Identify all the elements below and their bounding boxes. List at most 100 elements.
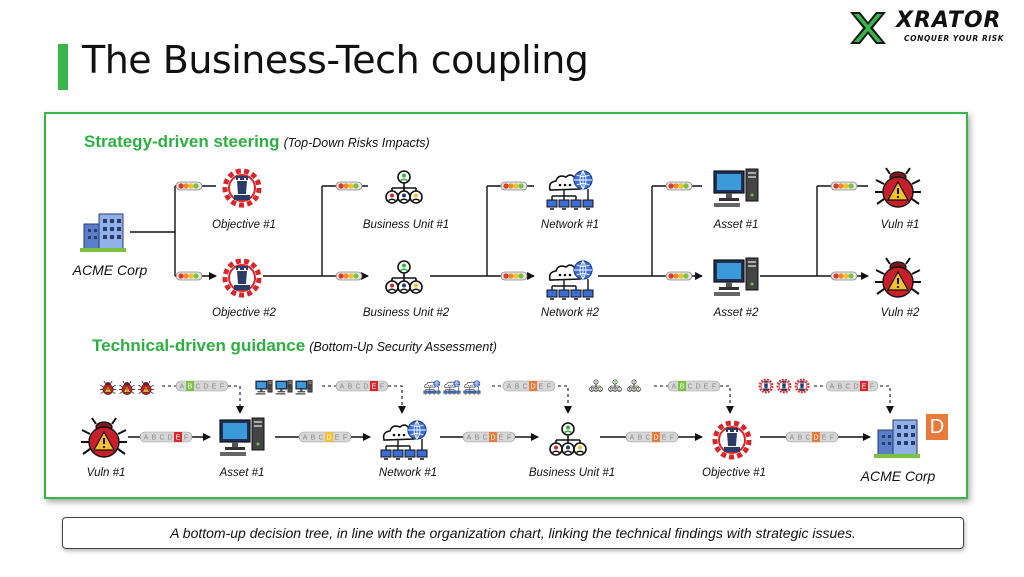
scale-letter: D <box>813 435 818 442</box>
computer-icon <box>713 168 759 208</box>
page-title: The Business-Tech coupling <box>82 38 589 82</box>
scale-highlight <box>678 381 686 391</box>
node-label-vuln-2: Vuln #2 <box>880 307 920 319</box>
computer-icon <box>713 257 759 297</box>
node-label-business-unit: Business Unit #1 <box>528 467 616 479</box>
bug-warning-icon <box>874 167 922 208</box>
scale-letter: A <box>303 435 308 442</box>
scale-letter: E <box>176 435 181 442</box>
scale-letter: E <box>662 435 667 442</box>
xrator-logo: XRATOR CONQUER YOUR RISK <box>846 8 1021 48</box>
scale-letter: F <box>547 384 551 391</box>
final-grade-badge: D <box>926 414 948 440</box>
scale-letter: D <box>490 435 495 442</box>
small-computer-cluster <box>255 379 313 395</box>
scale-letter: F <box>712 384 716 391</box>
scale-letter: C <box>805 435 810 442</box>
scale-letter: C <box>645 435 650 442</box>
bug-warning-icon <box>80 417 128 458</box>
scale-letter: C <box>355 384 360 391</box>
cloud-network-icon <box>380 420 428 460</box>
node-label-business-unit-1: Business Unit #1 <box>362 219 450 231</box>
bottom-section-heading: Technical-driven guidance(Bottom-Up Secu… <box>92 336 497 356</box>
org-chart-icon <box>549 422 587 456</box>
node-label-asset-2: Asset #2 <box>713 307 759 319</box>
scale-letter: D <box>203 384 208 391</box>
small-orgchart-cluster <box>589 379 641 392</box>
node-label-acme: ACME Corp <box>72 262 148 278</box>
scale-letter: C <box>195 384 200 391</box>
cloud-network-icon <box>546 260 594 300</box>
scale-highlight <box>370 381 378 391</box>
computer-icon <box>219 417 265 457</box>
scale-letter: B <box>152 435 157 442</box>
scale-letter: D <box>326 435 331 442</box>
scale-letter: B <box>798 435 803 442</box>
scale-letter: A <box>790 435 795 442</box>
scale-letter: E <box>862 384 867 391</box>
scale-letter: D <box>653 435 658 442</box>
top-section-heading: Strategy-driven steering(Top-Down Risks … <box>84 132 430 152</box>
scale-highlight <box>325 432 333 442</box>
scale-letter: F <box>343 435 347 442</box>
chess-gear-icon <box>715 423 749 457</box>
scale-letter: B <box>348 384 353 391</box>
scale-letter: E <box>372 384 377 391</box>
scale-letter: B <box>515 384 520 391</box>
node-label-asset-1: Asset #1 <box>713 219 759 231</box>
node-label-objective-1: Objective #1 <box>212 219 276 231</box>
scale-letter: B <box>188 384 193 391</box>
scale-letter: A <box>507 384 512 391</box>
scale-letter: E <box>704 384 709 391</box>
scale-letter: D <box>167 435 172 442</box>
scale-letter: A <box>672 384 677 391</box>
bug-warning-icon <box>874 257 922 298</box>
scale-letter: F <box>830 435 834 442</box>
node-label-network-2: Network #2 <box>540 307 600 319</box>
org-chart-icon <box>385 170 423 204</box>
scale-letter: B <box>638 435 643 442</box>
scale-highlight <box>652 432 660 442</box>
small-bug-cluster <box>99 380 155 395</box>
scale-letter: F <box>507 435 511 442</box>
scale-letter: C <box>522 384 527 391</box>
scale-highlight <box>174 432 182 442</box>
node-label-asset: Asset #1 <box>219 467 265 479</box>
bottom-section-subtitle: (Bottom-Up Security Assessment) <box>309 340 497 354</box>
small-network-cluster <box>423 380 481 395</box>
node-label-network-1: Network #1 <box>540 219 600 231</box>
org-chart-icon <box>385 260 423 294</box>
scale-letter: B <box>838 384 843 391</box>
node-label-vuln: Vuln #1 <box>86 467 126 479</box>
caption-box: A bottom-up decision tree, in line with … <box>62 517 964 549</box>
bottom-section-title: Technical-driven guidance <box>92 336 306 355</box>
scale-letter: A <box>340 384 345 391</box>
node-label-objective: Objective #1 <box>702 467 766 479</box>
scale-highlight <box>812 432 820 442</box>
chess-gear-icon <box>225 171 259 205</box>
scale-letter: B <box>680 384 685 391</box>
title-accent-bar <box>58 44 68 90</box>
building-icon <box>79 213 127 253</box>
chess-gear-icon <box>225 261 259 295</box>
scale-letter: B <box>475 435 480 442</box>
scale-highlight <box>860 381 868 391</box>
scale-letter: C <box>845 384 850 391</box>
scale-letter: F <box>380 384 384 391</box>
scale-highlight <box>529 381 537 391</box>
node-label-acme-bottom: ACME Corp <box>860 468 936 484</box>
scale-letter: E <box>499 435 504 442</box>
scale-letter: A <box>180 384 185 391</box>
node-label-vuln-1: Vuln #1 <box>880 219 920 231</box>
scale-letter: F <box>670 435 674 442</box>
scale-letter: D <box>530 384 535 391</box>
scale-letter: E <box>335 435 340 442</box>
small-gear-cluster <box>758 378 810 394</box>
logo-wordmark: XRATOR <box>896 8 1002 33</box>
scale-highlight <box>489 432 497 442</box>
scale-letter: C <box>687 384 692 391</box>
building-icon <box>873 419 921 459</box>
scale-letter: F <box>184 435 188 442</box>
